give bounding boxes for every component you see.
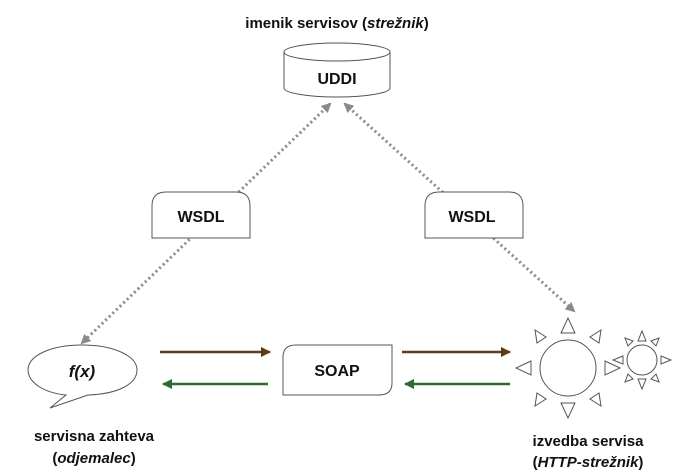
uddi-registry: UDDI <box>283 42 391 98</box>
service-small-sun-icon <box>611 329 673 391</box>
wsdl-right-label: WSDL <box>448 209 495 226</box>
service-role: (HTTP-strežnik) <box>533 454 644 470</box>
client-bubble-text: f(x) <box>69 362 96 381</box>
service-name: izvedba servisa <box>533 433 645 450</box>
uddi-label: UDDI <box>317 71 356 88</box>
soap-message: SOAP <box>282 344 393 396</box>
client-name: servisna zahteva <box>34 428 155 445</box>
registry-title: imenik servisov (strežnik) <box>245 15 428 32</box>
discovery-link-right <box>343 102 576 313</box>
service-sun-icon <box>514 316 622 420</box>
wsdl-right: WSDL <box>424 191 524 239</box>
client-bubble: f(x) <box>27 344 138 409</box>
client-role: (odjemalec) <box>52 450 135 467</box>
soap-label: SOAP <box>314 363 360 380</box>
wsdl-left-label: WSDL <box>177 209 224 226</box>
wsdl-left: WSDL <box>151 191 251 239</box>
